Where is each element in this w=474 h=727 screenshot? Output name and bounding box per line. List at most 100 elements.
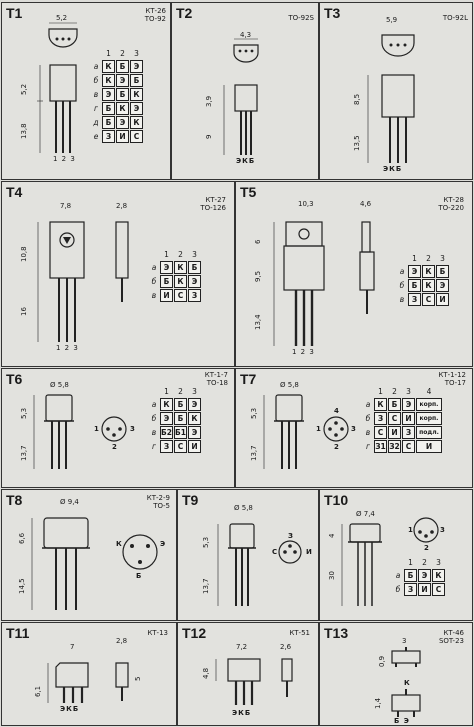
dim-lead-length: 9 bbox=[205, 134, 213, 139]
dim-diameter: Ø 5,8 bbox=[50, 381, 69, 389]
dim-width: 7,8 bbox=[60, 202, 72, 210]
dim-tab-height: 6 bbox=[254, 239, 262, 244]
pin-letters: Б Э bbox=[394, 717, 410, 725]
package-name: ТО-92L bbox=[442, 14, 468, 22]
to17-drawing bbox=[263, 394, 349, 469]
dim-lead-length: 13,7 bbox=[20, 445, 28, 461]
pin-mark: 2 bbox=[112, 443, 117, 451]
pin-mark: Э bbox=[160, 540, 166, 548]
package-name: КТ-13 bbox=[147, 629, 168, 637]
to220-drawing bbox=[273, 221, 375, 346]
dim-body-height: 3,9 bbox=[205, 95, 213, 107]
dim-body-height: 6,1 bbox=[34, 685, 42, 697]
dim-body-height: 6,6 bbox=[18, 532, 26, 544]
dim-thickness: 2,8 bbox=[116, 202, 128, 210]
panel-label: T2 bbox=[174, 5, 195, 21]
pin-numbers: 1 2 3 bbox=[56, 344, 79, 352]
dim-body-height: 8,5 bbox=[353, 93, 361, 105]
pin-mark: И bbox=[306, 548, 312, 556]
dim-body-height: 9,5 bbox=[254, 270, 262, 282]
dim-diameter: Ø 5,8 bbox=[280, 381, 299, 389]
dim-body-height: 5,3 bbox=[250, 407, 258, 419]
dim-diameter: Ø 5,8 bbox=[234, 504, 253, 512]
dim-lead-length: 14,5 bbox=[18, 578, 26, 594]
dim-lead-length: 30 bbox=[328, 571, 336, 580]
t10-drawing bbox=[341, 517, 439, 606]
to92l-drawing bbox=[367, 34, 415, 163]
pin-mark: 3 bbox=[440, 526, 445, 534]
pin-mark: 1 bbox=[316, 425, 321, 433]
dim-width: 10,3 bbox=[298, 200, 314, 208]
pin-mark: Б bbox=[136, 572, 142, 580]
to18-drawing bbox=[33, 394, 127, 469]
to92s-drawing bbox=[223, 38, 259, 155]
kt13-drawing bbox=[47, 662, 129, 703]
pin-mark: 2 bbox=[334, 443, 339, 451]
dim-width: 5,9 bbox=[386, 16, 398, 24]
pin-numbers: 1 2 3 bbox=[292, 348, 315, 356]
pin-mark: 3 bbox=[351, 425, 356, 433]
panel-label: T4 bbox=[4, 184, 25, 200]
dim-pitch: 1,4 bbox=[374, 697, 382, 709]
dim-diameter: Ø 9,4 bbox=[60, 498, 79, 506]
dim-lead-length: 16 bbox=[20, 307, 28, 316]
dim-width: 7 bbox=[70, 643, 75, 651]
panel-label: T11 bbox=[4, 625, 32, 641]
dim-lead-length: 13,4 bbox=[254, 314, 262, 330]
pin-letters: ЭКБ bbox=[232, 709, 252, 717]
dim-body-height: 10,8 bbox=[20, 246, 28, 262]
panel-label: T1 bbox=[4, 5, 25, 21]
dim-thickness: 2,8 bbox=[116, 637, 128, 645]
panel-t2: T2 ТО-92S 4,3 3,9 9 ЭКБ bbox=[171, 2, 319, 180]
panel-label: T3 bbox=[322, 5, 343, 21]
panel-label: T10 bbox=[322, 492, 351, 508]
pin-letters: ЭКБ bbox=[383, 165, 403, 173]
panel-label: T8 bbox=[4, 492, 25, 508]
panel-label: T12 bbox=[180, 625, 209, 641]
panel-t11: T11 КТ-13 7 2,8 6,1 5 ЭКБ bbox=[1, 622, 177, 726]
dim-lead-length: 13,8 bbox=[20, 123, 28, 139]
kt51-drawing bbox=[215, 658, 293, 705]
pin-mark: К bbox=[116, 540, 122, 548]
dim-lead-length: 13,7 bbox=[250, 445, 258, 461]
pin-letter-top: К bbox=[404, 679, 411, 687]
panel-label: T6 bbox=[4, 371, 25, 387]
panel-t9: T9 Ø 5,8 5,3 13,7 З С И bbox=[177, 489, 319, 621]
dim-body-height: 4 bbox=[328, 533, 336, 538]
pin-letters: ЭКБ bbox=[60, 705, 80, 713]
pin-mark: 2 bbox=[424, 544, 429, 552]
dim-body-height: 4,8 bbox=[202, 667, 210, 679]
panel-t12: T12 КТ-51 7,2 2,6 4,8 ЭКБ bbox=[177, 622, 319, 726]
dim-lead-length: 13,7 bbox=[202, 578, 210, 594]
dim-side-height: 5 bbox=[134, 676, 142, 681]
pin-mark: 4 bbox=[334, 407, 339, 415]
panel-label: T13 bbox=[322, 625, 351, 641]
panel-t3: T3 ТО-92L 5,9 8,5 13,5 ЭКБ bbox=[319, 2, 473, 180]
panel-label: T7 bbox=[238, 371, 259, 387]
pin-mark: 1 bbox=[408, 526, 413, 534]
dim-body-height: 5,3 bbox=[202, 536, 210, 548]
dim-height: 0,9 bbox=[378, 655, 386, 667]
dim-width: 7,2 bbox=[236, 643, 248, 651]
pin-mark: З bbox=[288, 532, 293, 540]
dim-width: 4,3 bbox=[240, 31, 252, 39]
package-name: КТ-51 bbox=[289, 629, 310, 637]
dim-body-height: 5,2 bbox=[20, 83, 28, 95]
